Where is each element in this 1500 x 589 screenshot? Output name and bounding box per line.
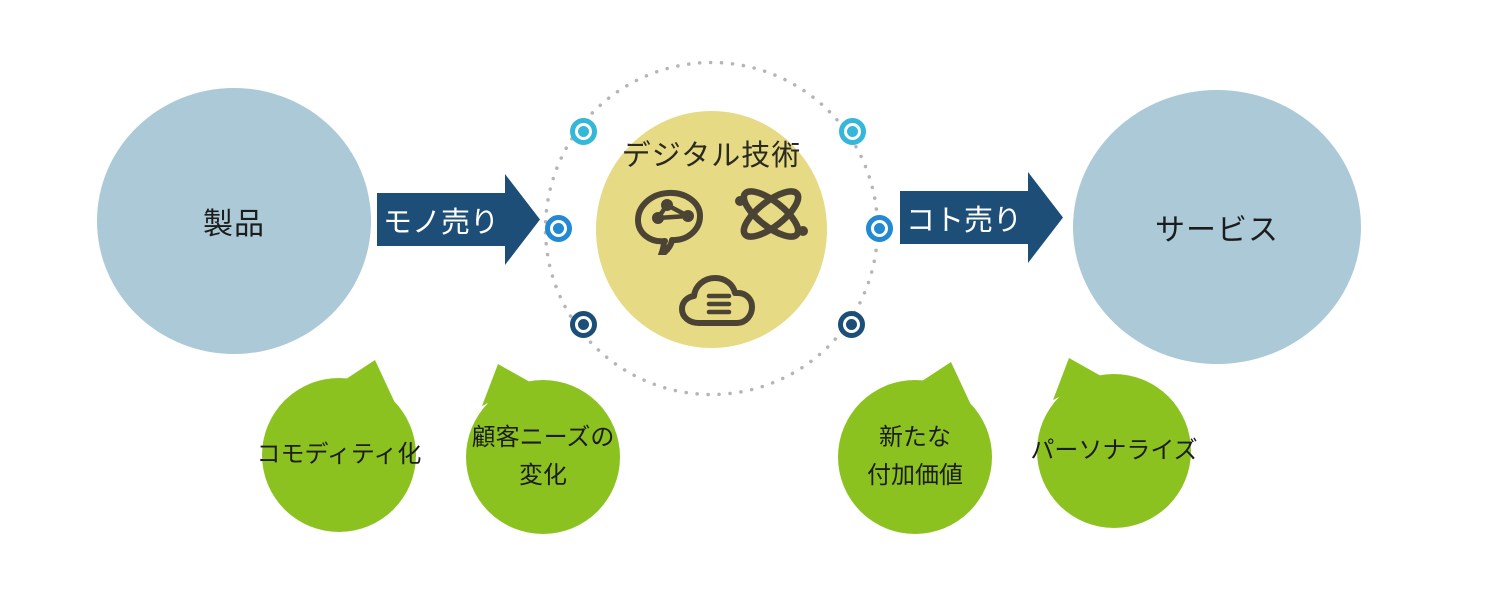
bubble-label: コモディティ化 <box>256 441 422 468</box>
target-marker-icon <box>865 215 893 242</box>
bubble-label: 新たな <box>879 424 951 451</box>
bubble-label: 変化 <box>519 462 567 489</box>
sell-services-arrow-label: コト売り <box>905 204 1022 237</box>
speech-bubble-shape <box>838 362 992 534</box>
product-circle: 製品 <box>97 88 371 354</box>
sell-goods-arrow-label: モノ売り <box>382 206 499 239</box>
target-marker-icon <box>569 310 597 338</box>
block-arrow-right-icon <box>377 174 540 265</box>
speech-bubble-customer-needs: 顧客ニーズの 変化 <box>458 356 628 536</box>
target-marker-icon <box>544 215 572 242</box>
speech-bubble-shape <box>1037 358 1191 528</box>
cloud-computing-icon <box>679 275 755 326</box>
block-arrow-right-icon <box>900 172 1063 263</box>
speech-bubble-added-value: 新たな 付加価値 <box>830 356 1000 536</box>
bubble-label: パーソナライズ <box>1030 437 1198 464</box>
target-marker-icon <box>837 310 865 338</box>
bubble-label: 顧客ニーズの <box>471 424 615 451</box>
marker-dot <box>577 318 589 330</box>
marker-dot <box>846 125 858 137</box>
sell-services-arrow: コト売り <box>900 172 1063 263</box>
speech-bubble-commoditization: コモディティ化 <box>254 354 424 534</box>
target-marker-icon <box>838 117 866 145</box>
digital-tech-title: デジタル技術 <box>621 140 802 172</box>
product-circle-label: 製品 <box>203 208 265 241</box>
sell-goods-arrow: モノ売り <box>377 174 540 265</box>
service-circle-label: サービス <box>1155 214 1279 247</box>
speech-bubble-shape <box>466 364 620 534</box>
speech-bubble-personalize: パーソナライズ <box>1029 350 1199 530</box>
digital-tech-circle <box>596 111 827 348</box>
marker-dot <box>577 125 589 137</box>
target-marker-icon <box>569 117 597 145</box>
speech-bubble-shape <box>262 360 416 532</box>
atom-icon <box>735 188 808 240</box>
marker-dot <box>552 223 564 234</box>
marker-dot <box>873 223 885 234</box>
service-circle: サービス <box>1073 90 1361 364</box>
marker-dot <box>845 318 857 330</box>
bubble-label: 付加価値 <box>867 462 963 489</box>
ai-brain-icon <box>635 189 703 255</box>
